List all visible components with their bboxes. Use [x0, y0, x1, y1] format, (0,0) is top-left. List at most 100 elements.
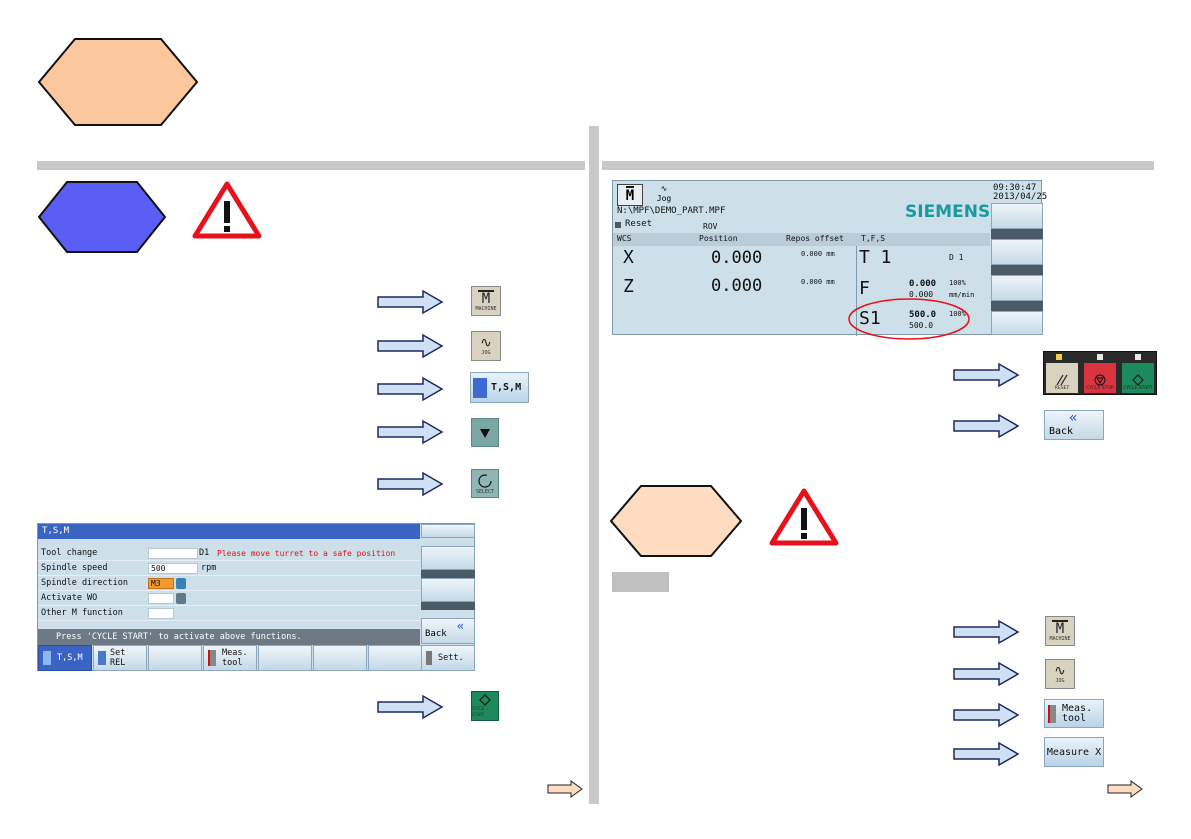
measure-x-label: Measure X	[1046, 746, 1102, 758]
meas-tool-icon	[1048, 704, 1056, 723]
status-bar: Press 'CYCLE START' to activate above fu…	[38, 629, 420, 645]
program-path: N:\MPF\DEMO_PART.MPF	[617, 206, 726, 216]
reset-status: Reset	[625, 219, 653, 229]
arrow-icon	[953, 413, 1020, 439]
cycle-start-button[interactable]: CYCLE START	[1122, 363, 1154, 393]
back-button[interactable]: « Back	[1044, 410, 1104, 440]
activate-wo-field[interactable]	[148, 593, 174, 604]
softkey-empty[interactable]	[368, 645, 422, 671]
next-arrow-icon[interactable]	[547, 780, 583, 798]
softkey-label: Meas. tool	[222, 648, 248, 668]
select-key-caption: SELECT	[475, 488, 495, 495]
warning-icon	[192, 181, 262, 239]
axis-x-name: X	[623, 247, 634, 268]
softkey-separator	[991, 229, 1043, 239]
feed-unit: mm/min	[949, 291, 975, 299]
jog-icon: ∿	[660, 184, 668, 193]
tsm-screen: T,S,M Tool change D1 Please move turret …	[37, 523, 475, 671]
rov-status: ROV	[703, 222, 718, 231]
back-label: Back	[1049, 426, 1074, 437]
softkey-label: Set REL	[110, 648, 126, 668]
tsm-softkey[interactable]: T,S,M	[470, 372, 529, 403]
settings-icon	[426, 651, 432, 665]
measure-x-softkey[interactable]: Measure X	[1044, 737, 1104, 767]
jog-key[interactable]: ∿ JOG	[1045, 659, 1075, 689]
row-label: Spindle direction	[41, 578, 128, 588]
reset-led	[1056, 354, 1062, 360]
toggle-icon[interactable]	[176, 593, 186, 604]
vertical-softkey[interactable]	[421, 546, 475, 570]
arrow-icon	[377, 376, 444, 402]
tool-change-field[interactable]	[148, 548, 198, 559]
reset-icon	[1056, 374, 1068, 386]
center-divider	[589, 126, 599, 804]
toggle-icon[interactable]	[176, 578, 186, 589]
next-arrow-icon[interactable]	[1107, 780, 1143, 798]
axis-z-position: 0.000	[711, 276, 763, 296]
vertical-softkey[interactable]	[421, 524, 475, 538]
reset-indicator	[615, 222, 621, 228]
machine-icon: M	[1052, 620, 1068, 636]
meas-tool-softkey[interactable]: Meas. tool	[1044, 699, 1104, 728]
cycle-start-icon	[1132, 374, 1144, 386]
softkey-empty[interactable]	[148, 645, 202, 671]
clock-time: 09:30:47	[993, 183, 1037, 193]
cycle-stop-led	[1097, 354, 1103, 360]
arrow-icon	[377, 694, 444, 720]
reset-caption: RESET	[1054, 386, 1070, 391]
other-m-field[interactable]	[148, 608, 174, 619]
back-softkey[interactable]: Back «	[421, 618, 475, 644]
grey-label-box	[612, 572, 669, 592]
spindle-speed-field[interactable]: 500	[148, 563, 198, 574]
col-repos: Repos offset	[786, 234, 844, 243]
jog-key[interactable]: ∿ JOG	[471, 331, 501, 361]
softkey-settings[interactable]: Sett.	[421, 645, 475, 671]
warning-note: Please move turret to a safe position	[217, 549, 396, 558]
arrow-icon	[953, 702, 1020, 728]
cursor-down-key[interactable]	[471, 418, 499, 447]
cycle-start-caption: CYCLE START	[472, 706, 485, 717]
vertical-softkey[interactable]	[991, 203, 1043, 229]
arrow-icon	[953, 619, 1020, 645]
cycle-stop-icon	[1094, 374, 1106, 386]
vertical-softkey[interactable]	[991, 239, 1043, 265]
softkey-set-rel[interactable]: Set REL	[93, 645, 147, 671]
title-hexagon	[37, 38, 199, 126]
softkey-label: T,S,M	[57, 653, 83, 663]
feed-override: 100%	[949, 279, 966, 287]
softkey-separator	[991, 265, 1043, 275]
vertical-softkey[interactable]	[991, 275, 1043, 301]
tfs-divider	[856, 246, 857, 336]
spindle-override: 100%	[949, 310, 966, 318]
cycle-start-key[interactable]: CYCLE START	[471, 691, 499, 721]
vertical-softkey[interactable]	[421, 578, 475, 602]
spindle-highlight-ellipse	[848, 298, 970, 340]
right-divider	[602, 161, 1154, 170]
tsm-row-other-m: Other M function	[38, 606, 420, 621]
arrow-icon	[377, 289, 444, 315]
step-hexagon-2	[609, 485, 743, 557]
softkey-meas-tool[interactable]: Meas. tool	[203, 645, 257, 671]
speed-unit: rpm	[201, 563, 217, 573]
d-number: D1	[199, 548, 210, 558]
arrow-icon	[377, 419, 444, 445]
jog-icon: ∿	[480, 335, 492, 351]
select-icon	[478, 473, 492, 488]
tsm-icon	[473, 377, 487, 398]
softkey-empty[interactable]	[258, 645, 312, 671]
machine-key[interactable]: M MACHINE	[471, 286, 501, 316]
spindle-direction-field[interactable]: M3	[148, 578, 174, 589]
cycle-stop-button[interactable]: CYCLE STOP	[1084, 363, 1116, 393]
mode-box: M	[617, 184, 643, 206]
softkey-tsm[interactable]: T,S,M	[38, 645, 92, 671]
row-label: Tool change	[41, 548, 98, 558]
reset-button[interactable]: RESET	[1046, 363, 1078, 393]
machine-key[interactable]: M MACHINE	[1045, 616, 1075, 646]
row-label: Spindle speed	[41, 563, 108, 573]
select-key[interactable]: SELECT	[471, 469, 499, 498]
softkey-empty[interactable]	[313, 645, 367, 671]
softkey-separator	[421, 602, 475, 610]
vertical-softkey[interactable]	[991, 311, 1043, 335]
arrow-icon	[377, 333, 444, 359]
step-hexagon	[37, 181, 167, 253]
